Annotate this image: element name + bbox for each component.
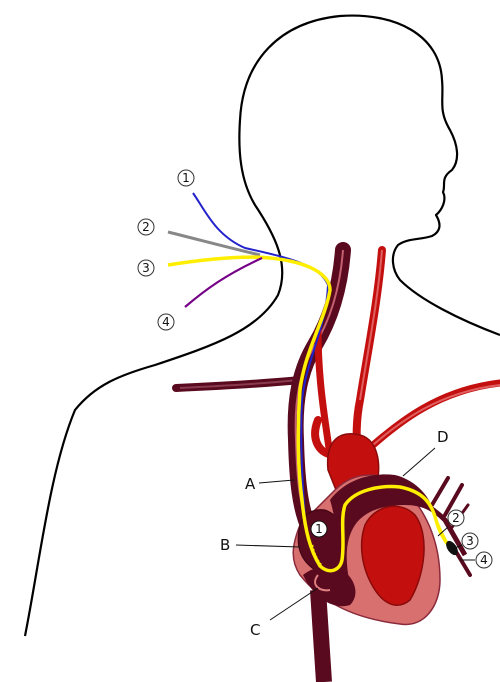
marker-label: 1 (315, 522, 323, 536)
tip-3-number: 3 (466, 534, 474, 548)
lead-2-gray (167, 230, 261, 257)
carotid-artery-highlight (359, 249, 383, 401)
atrial-lead-coil (310, 544, 323, 567)
subclavian-vein-highlight (179, 379, 299, 389)
marker-circle (310, 520, 328, 538)
tip-3-leader (454, 544, 463, 549)
tip-2-number: 2 (452, 511, 460, 525)
left-ventricle (360, 505, 425, 606)
tip-4-circle (475, 551, 493, 569)
coronary-branch-1 (430, 476, 450, 507)
tip-4-number: 4 (480, 553, 488, 567)
body-silhouette (23, 14, 500, 637)
wire-2-number: 2 (142, 220, 150, 234)
label-B-leader (235, 544, 301, 548)
label-B: B (220, 536, 230, 554)
wire-4-number: 4 (162, 315, 170, 329)
lead-tip-electrode (446, 540, 458, 556)
inferior-vena-cava (310, 589, 332, 682)
wire-1-number: 1 (182, 171, 190, 185)
wire-3-circle (137, 259, 155, 277)
lead-4-purple (184, 257, 263, 308)
label-A-leader (258, 479, 295, 484)
lead-3-yellow (167, 255, 454, 573)
tip-2-circle (447, 509, 465, 527)
coronary-branch-4 (453, 548, 472, 577)
coronary-branch-2 (443, 483, 464, 517)
label-D-leader (402, 447, 436, 477)
tip-2-leader (437, 526, 449, 537)
label-C: C (250, 621, 260, 639)
subclavian-artery-highlight (363, 384, 500, 454)
wire-4-circle (157, 313, 175, 331)
tricuspid-valve (314, 574, 331, 592)
subclavian-artery (358, 379, 500, 459)
brachiocephalic-artery-upper (314, 329, 334, 456)
wire-1-circle (177, 169, 195, 187)
label-C-leader (269, 587, 319, 621)
wire-3-number: 3 (142, 261, 150, 275)
tip-3-circle (461, 532, 479, 550)
wire-2-circle (137, 218, 155, 236)
label-A: A (245, 475, 256, 493)
label-D: D (437, 428, 449, 446)
